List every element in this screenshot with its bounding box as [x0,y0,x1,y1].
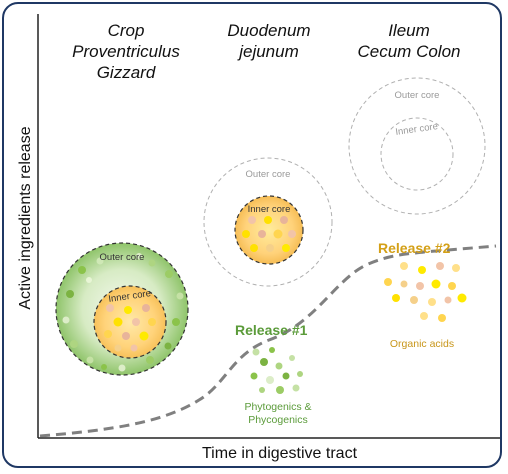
capsule-duodenum: Outer core Inner core [203,157,333,287]
region-label-crop: Crop Proventriculus Gizzard [72,21,180,82]
release-2-title: Release #2 [378,240,451,256]
region-label-ileum: Ileum Cecum Colon [357,21,461,61]
inner-core-label-ileum: Inner core [395,121,439,138]
capsule-crop: Outer core Inner core [55,242,189,376]
outer-core-ileum [348,77,486,215]
diagram-canvas: Outer core Inner core Outer core [37,14,500,439]
inner-core-ileum [380,117,454,191]
outer-core-label-ileum: Outer core [395,90,440,101]
release-2-caption: Organic acids [390,338,454,350]
diagram-frame: Crop Proventriculus Gizzard Duodenum jej… [2,2,502,468]
region-label-duodenum: Duodenum jejunum [227,21,311,61]
release-1-title: Release #1 [235,322,308,338]
gold-dots-duodenum [242,216,296,252]
inner-core-crop [93,285,167,359]
release-2-dots [384,262,467,322]
capsule-ileum: Outer core Inner core [348,77,486,215]
release-1-caption-line1: Phytogenics & [244,401,311,413]
outer-core-label-crop: Outer core [100,252,145,263]
x-axis-label: Time in digestive tract [202,445,358,462]
outer-core-label-duodenum: Outer core [246,169,291,180]
green-dots-crop [62,253,184,372]
release-1-caption-line2: Phycogenics [248,414,308,426]
inner-core-label-duodenum: Inner core [248,204,291,215]
gold-dots-crop [104,304,156,352]
release-1-dots [250,347,303,394]
release-curve [39,244,497,438]
y-axis-label: Active ingredients release [17,126,34,310]
